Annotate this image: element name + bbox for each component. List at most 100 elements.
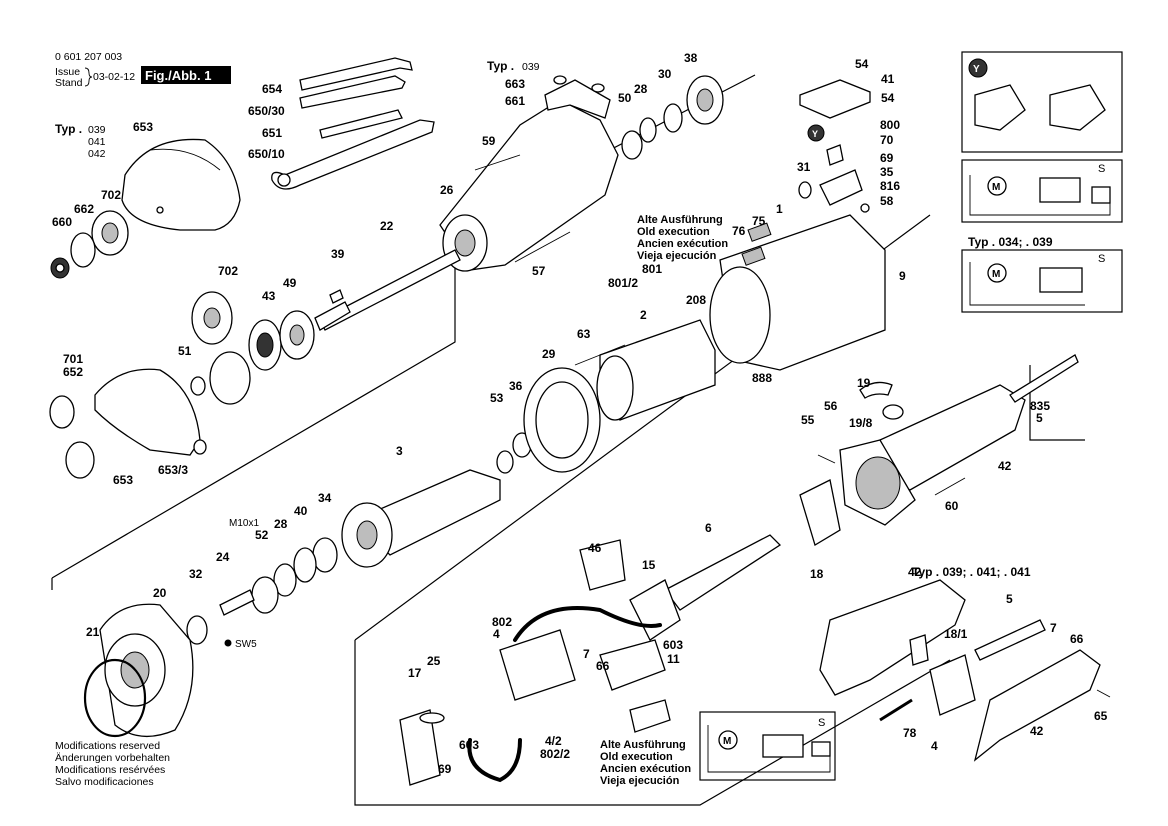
ring-28b <box>273 563 297 597</box>
callout-19-8: 19/8 <box>849 416 873 430</box>
bearing-38-bore <box>696 88 714 112</box>
wave-3: S <box>818 717 825 729</box>
callout-31: 31 <box>797 160 811 174</box>
suppressor-46 <box>579 539 626 591</box>
mod-de: Änderungen vorbehalten <box>55 752 170 764</box>
old-exec-top-fr: Ancien exécution <box>637 238 728 250</box>
callout-21: 21 <box>86 625 100 639</box>
screw-65 <box>1096 689 1111 698</box>
old-exec-top-de: Alte Ausführung <box>637 214 723 226</box>
old-exec-bottom-de: Alte Ausführung <box>600 739 686 751</box>
pin-651 <box>319 109 403 139</box>
cover-41 <box>799 79 871 119</box>
spanner-650-10 <box>271 119 435 190</box>
bearing-52 <box>251 576 279 614</box>
callout-35: 35 <box>880 165 894 179</box>
inset-brush-left <box>974 84 1026 131</box>
screw-653-3 <box>193 439 207 455</box>
washer-662 <box>70 232 96 268</box>
callout-5a: 5 <box>1036 411 1043 425</box>
part-18-1 <box>909 634 929 666</box>
spindle-thread <box>314 301 351 331</box>
callout-5b: 5 <box>1006 592 1013 606</box>
callout-17: 17 <box>408 666 422 680</box>
callout-57: 57 <box>532 264 546 278</box>
wiring-inset-top: Y <box>961 51 1123 153</box>
cord-835 <box>1009 354 1079 403</box>
front-bearing-group <box>190 291 315 405</box>
brush-holder-group: Y <box>798 79 871 213</box>
callout-30a: 30 <box>658 67 672 81</box>
typ-handle-top-prefix: Typ . <box>487 59 514 73</box>
hex-key-654 <box>299 57 413 91</box>
screw-55 <box>817 454 836 464</box>
wave-1: S <box>1098 163 1105 175</box>
part-number: 0 601 207 003 <box>55 51 122 63</box>
handle-42a <box>879 384 1026 491</box>
callout-603b: 603 <box>459 738 479 752</box>
callout-63: 63 <box>577 327 591 341</box>
callout-70: 70 <box>880 133 894 147</box>
flange-702a-hub <box>101 222 119 244</box>
callout-52: 52 <box>255 528 269 542</box>
switch-box-1 <box>1039 177 1081 203</box>
callout-660: 660 <box>52 215 72 229</box>
callout-661: 661 <box>505 94 525 108</box>
guard-edge <box>149 148 221 171</box>
nut-660-hole <box>55 263 65 273</box>
callout-42b: 42 <box>908 565 922 579</box>
motor-letter-2: M <box>992 269 1000 280</box>
old-execution-top: Alte Ausführung Old execution Ancien exé… <box>637 214 728 262</box>
callout-53: 53 <box>490 391 504 405</box>
pins-78 <box>879 698 913 722</box>
suppressor-box-3 <box>811 741 831 757</box>
callout-9: 9 <box>899 269 906 283</box>
inset-y-marker <box>968 58 988 78</box>
inset-brush-right <box>1049 84 1106 131</box>
ring-28a <box>639 117 657 143</box>
callout-34: 34 <box>318 491 332 505</box>
end-shield-group <box>83 603 194 738</box>
callout-54b: 54 <box>881 91 895 105</box>
old-exec-bottom-es: Vieja ejecución <box>600 775 680 787</box>
small-guard-group <box>49 368 207 479</box>
wrench-set <box>271 57 435 190</box>
callout-4a: 4 <box>493 627 500 641</box>
callout-652: 652 <box>63 365 83 379</box>
callout-835: 835 <box>1030 399 1050 413</box>
inset-schematic-2-frame <box>961 249 1123 313</box>
callout-800: 800 <box>880 118 900 132</box>
callout-43: 43 <box>262 289 276 303</box>
y-marker-letter: Y <box>812 129 818 139</box>
shaft-24 <box>219 589 255 616</box>
circlip-30a <box>663 103 683 133</box>
fan-guide-29-inner <box>535 381 589 459</box>
flange-part <box>209 351 251 405</box>
cable-group <box>399 534 782 786</box>
switch-box-3 <box>762 734 804 758</box>
brush-70 <box>826 144 844 166</box>
inset-type-label: Typ . 034; . 039 <box>968 235 1053 249</box>
typ-cover-2: 041 <box>88 136 106 148</box>
callout-78: 78 <box>903 726 917 740</box>
spring-31 <box>798 181 812 199</box>
callout-701: 701 <box>63 352 83 366</box>
old-exec-bottom-fr: Ancien exécution <box>600 763 691 775</box>
screw-58 <box>860 203 870 213</box>
wiring-inset-1: M S <box>961 159 1123 223</box>
callout-663: 663 <box>505 77 525 91</box>
callout-58: 58 <box>880 194 894 208</box>
plate-17 <box>399 709 441 786</box>
callout-42a: 42 <box>998 459 1012 473</box>
mod-es: Salvo modificaciones <box>55 776 154 788</box>
callout-38: 38 <box>684 51 698 65</box>
callout-4b: 4 <box>931 739 938 753</box>
screw-60 <box>934 477 966 496</box>
callout-41: 41 <box>881 72 895 86</box>
callout-75: 75 <box>752 214 766 228</box>
callout-24: 24 <box>216 550 230 564</box>
lower-handle-group <box>819 579 1111 762</box>
wheel-701 <box>49 395 75 429</box>
callout-3: 3 <box>396 444 403 458</box>
